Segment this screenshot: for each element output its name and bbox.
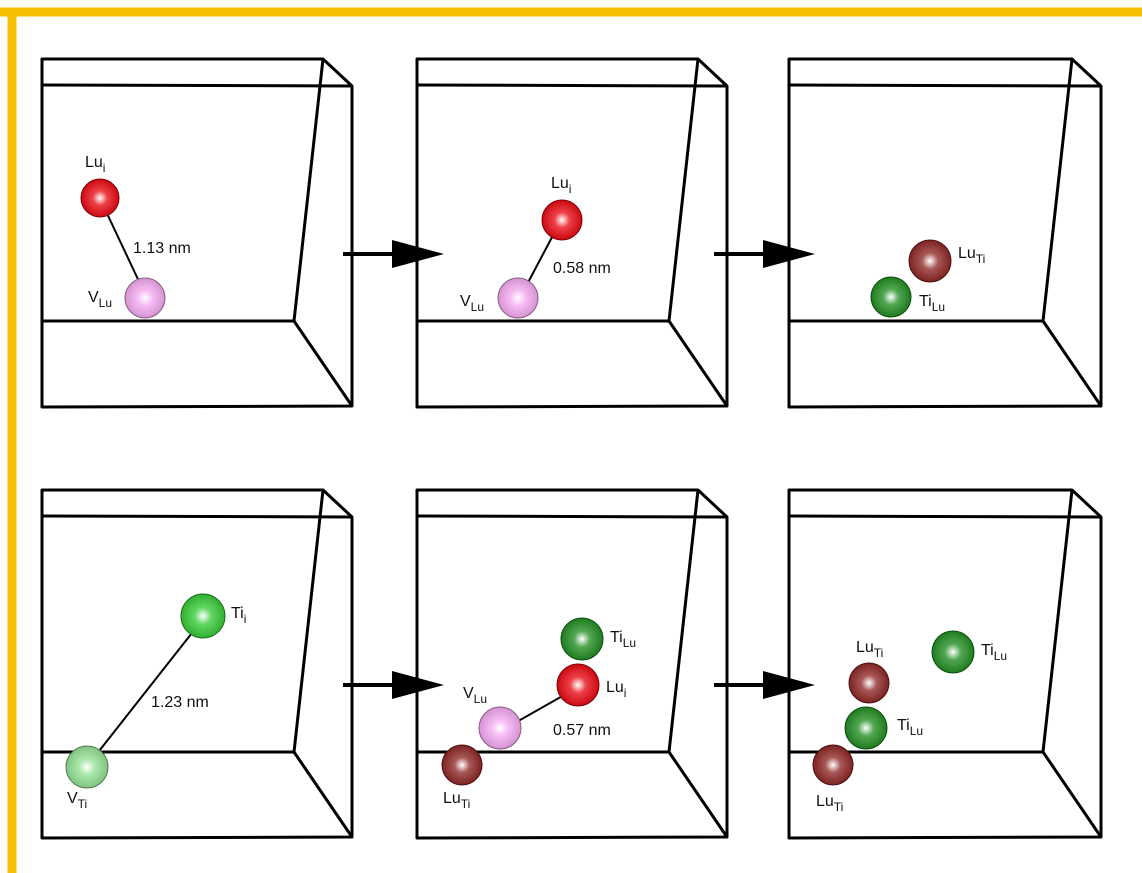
- atom-label: LuTi: [958, 245, 985, 266]
- ti-antisite-atom: [931, 630, 975, 674]
- lu-vacancy-atom: [478, 706, 522, 750]
- lu-antisite-atom: [848, 662, 890, 704]
- atom-label: VLu: [88, 289, 112, 310]
- lu-antisite-atom: [812, 744, 854, 786]
- atom-label: VLu: [463, 685, 487, 706]
- panel-box-5: [415, 488, 729, 840]
- distance-label: 0.58 nm: [553, 260, 611, 277]
- atom-label: Lui: [606, 679, 626, 700]
- distance-label: 1.23 nm: [151, 694, 209, 711]
- distance-arrows: 1.13 nm 0.58 nm 1.23 nm 0.57 nm: [91, 204, 611, 761]
- figure-border: [0, 7, 1142, 873]
- atom-label: TiLu: [610, 629, 636, 650]
- atom-label: VTi: [67, 790, 87, 811]
- panel-box-1: [40, 57, 354, 409]
- ti-antisite-atom: [560, 617, 604, 661]
- atom-label: Tii: [231, 605, 246, 626]
- ti-vacancy-atom: [65, 745, 109, 789]
- atom-label: LuTi: [856, 639, 883, 660]
- ti-antisite-atom: [844, 706, 888, 750]
- lu-interstitial-atom: [80, 178, 120, 218]
- distance-arrow: [102, 204, 145, 293]
- distance-marker-panel-1: 1.13 nm: [102, 204, 191, 293]
- lu-antisite-atom: [441, 744, 483, 786]
- atom-label: Lui: [551, 175, 571, 196]
- panel-box-3: [787, 57, 1103, 409]
- atom-labels: LuiVLuLuiVLuLuTiTiLuTiiVTiTiLuLuiVLuLuTi…: [67, 154, 1007, 814]
- lu-interstitial-atom: [556, 663, 600, 707]
- simulation-boxes: [40, 57, 1103, 840]
- ti-interstitial-atom: [180, 593, 226, 639]
- lu-antisite-atom: [908, 239, 952, 283]
- transition-arrows: [343, 240, 815, 699]
- transition-arrow-1: [343, 240, 444, 268]
- atom-label: TiLu: [919, 293, 945, 314]
- panel-box-2: [415, 57, 729, 409]
- atom-label: Lui: [85, 154, 105, 175]
- distance-label: 1.13 nm: [133, 240, 191, 257]
- transition-arrow-2: [714, 240, 815, 268]
- transition-arrow-4: [714, 671, 815, 699]
- distance-arrow: [91, 623, 200, 761]
- atoms: [65, 178, 975, 789]
- distance-marker-panel-4: 1.23 nm: [91, 623, 209, 761]
- lu-vacancy-atom: [497, 277, 539, 319]
- transition-arrow-3: [343, 671, 444, 699]
- atom-label: TiLu: [897, 717, 923, 738]
- atom-label: LuTi: [443, 790, 470, 811]
- atom-label: VLu: [460, 293, 484, 314]
- lu-interstitial-atom: [541, 199, 583, 241]
- distance-label: 0.57 nm: [553, 722, 611, 739]
- atom-label: LuTi: [816, 793, 843, 814]
- lu-vacancy-atom: [124, 277, 166, 319]
- ti-antisite-atom: [870, 276, 912, 318]
- atom-label: TiLu: [981, 642, 1007, 663]
